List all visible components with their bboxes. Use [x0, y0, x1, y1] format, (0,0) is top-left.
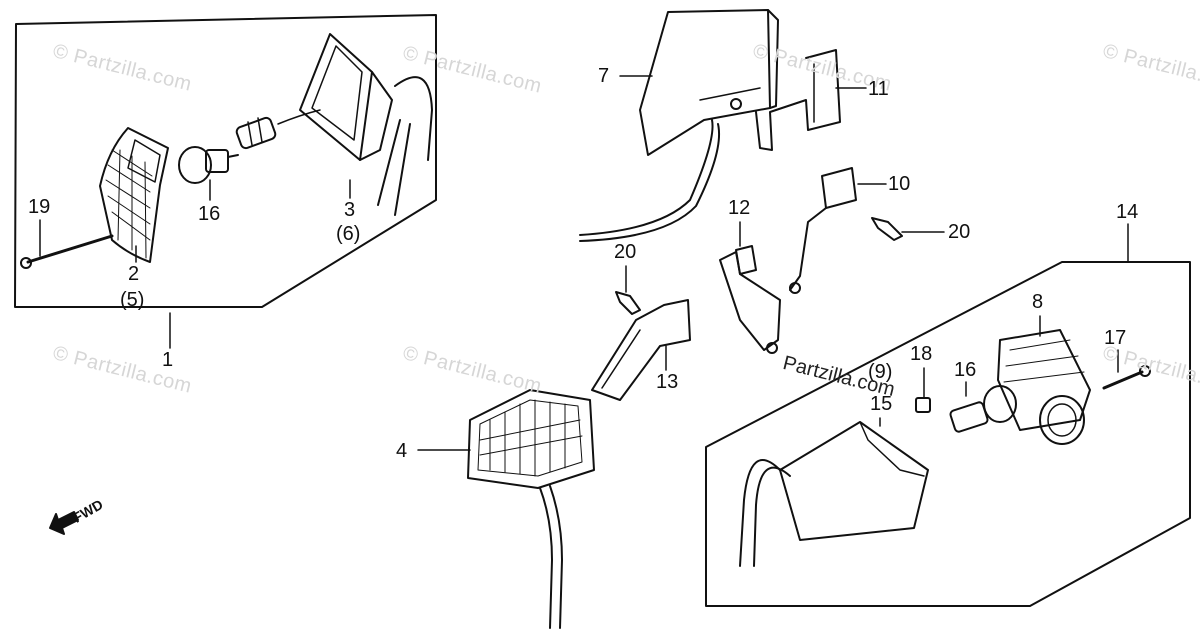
assembly-1-frame	[14, 14, 437, 308]
part-19-screw	[20, 234, 114, 269]
callout-10: 10	[888, 173, 911, 195]
callout-19: 19	[28, 196, 51, 218]
part-20-bolt-left	[615, 291, 641, 315]
part-15-housing	[739, 421, 929, 567]
callout-9-sub: (9)	[868, 361, 893, 383]
part-3-housing	[299, 33, 433, 216]
part-7-tail-lamp	[579, 9, 779, 242]
callout-17: 17	[1104, 327, 1127, 349]
callout-20-left: 20	[614, 241, 637, 263]
callout-11: 11	[868, 78, 889, 100]
part-11-bracket	[755, 49, 841, 151]
part-18-nut	[915, 397, 931, 413]
callout-18: 18	[910, 343, 933, 365]
callout-8: 8	[1032, 291, 1044, 313]
part-13-bracket	[591, 299, 691, 401]
assembly-14-frame	[705, 261, 1191, 607]
callout-15: 15	[870, 393, 893, 415]
callout-16-right: 16	[954, 359, 977, 381]
callout-20-right: 20	[948, 221, 971, 243]
callout-1: 1	[162, 349, 174, 371]
leader-lines	[39, 75, 1129, 451]
callout-4: 4	[396, 440, 408, 462]
part-17-screw	[1102, 365, 1151, 390]
callout-12: 12	[728, 197, 751, 219]
fwd-arrow-icon	[49, 511, 79, 535]
part-12-bracket	[719, 245, 781, 354]
callout-16-left: 16	[198, 203, 221, 225]
part-10-bracket	[789, 167, 857, 294]
callout-2-sub: (5)	[120, 289, 145, 311]
part-16-bulb-left	[178, 146, 239, 184]
part-4-turn-signal	[467, 389, 595, 629]
part-16-bulb-right	[949, 385, 1017, 433]
part-8-lens	[997, 329, 1091, 445]
callout-14: 14	[1116, 201, 1139, 223]
callout-2: 2	[128, 263, 140, 285]
callout-3-sub: (6)	[336, 223, 361, 245]
callout-13: 13	[656, 371, 679, 393]
callout-3: 3	[344, 199, 356, 221]
part-2-lens	[99, 127, 169, 263]
part-20-bolt-right	[871, 217, 903, 241]
callout-7: 7	[598, 65, 610, 87]
